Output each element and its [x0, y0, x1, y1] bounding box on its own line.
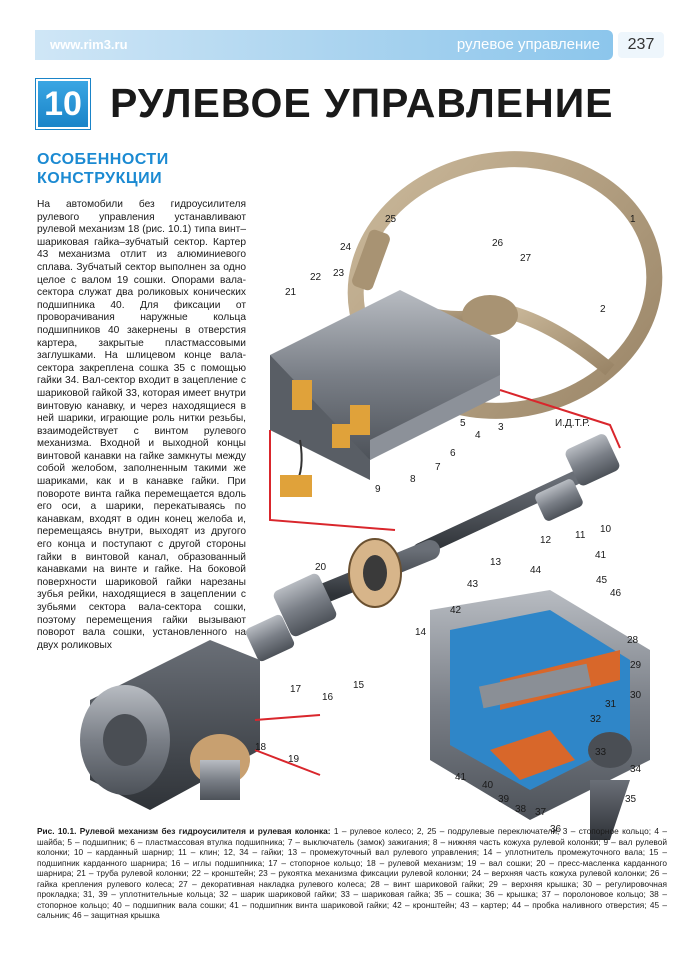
- section-heading: ОСОБЕННОСТИ КОНСТРУКЦИИ: [37, 150, 237, 188]
- callout: 7: [435, 462, 441, 473]
- callout: 35: [625, 794, 637, 805]
- callout-labels: 1 2 3 4 5 6 7 8 9 10 11 12 13 14 15 16 1…: [255, 214, 642, 835]
- callout: 29: [630, 660, 642, 671]
- callout: 5: [460, 418, 466, 429]
- chapter-title: РУЛЕВОЕ УПРАВЛЕНИЕ: [110, 80, 614, 126]
- callout: 12: [540, 535, 552, 546]
- figure-watermark: И.Д.Т.Р.: [555, 418, 590, 429]
- callout: 46: [610, 588, 622, 599]
- leader-lines: [254, 389, 621, 776]
- callout: 45: [596, 575, 608, 586]
- callout: 17: [290, 684, 302, 695]
- callout: 30: [630, 690, 642, 701]
- callout: 13: [490, 557, 502, 568]
- callout: 14: [415, 627, 427, 638]
- callout: 22: [310, 272, 322, 283]
- callout: 27: [520, 253, 532, 264]
- lower-shaft: [245, 538, 440, 662]
- caption-label: Рис. 10.1. Рулевой механизм без гидроуси…: [37, 826, 331, 836]
- callout: 37: [535, 807, 547, 818]
- chapter-number-badge: 10: [35, 78, 91, 130]
- steering-gearbox: [80, 640, 260, 810]
- running-title: рулевое управление: [456, 36, 600, 53]
- callout: 34: [630, 764, 642, 775]
- callout: 11: [575, 530, 586, 541]
- callout: 19: [288, 754, 300, 765]
- callout: 43: [467, 579, 479, 590]
- header-bar: [35, 30, 613, 60]
- callout: 6: [450, 448, 456, 459]
- caption-text: 1 – рулевое колесо; 2, 25 – подрулевые п…: [37, 826, 667, 920]
- section-heading-line1: ОСОБЕННОСТИ: [37, 151, 169, 168]
- callout: 41: [595, 550, 607, 561]
- section-heading-line2: КОНСТРУКЦИИ: [37, 170, 163, 187]
- callout: 24: [340, 242, 352, 253]
- callout: 18: [255, 742, 267, 753]
- callout: 33: [595, 747, 607, 758]
- callout: 21: [285, 287, 297, 298]
- callout: 44: [530, 565, 542, 576]
- gearbox-cutaway: [430, 590, 650, 840]
- callout: 2: [600, 304, 606, 315]
- callout: 10: [600, 524, 612, 535]
- callout: 20: [315, 562, 327, 573]
- callout: 41: [455, 772, 467, 783]
- callout: 42: [450, 605, 462, 616]
- callout: 3: [498, 422, 504, 433]
- figure-caption: Рис. 10.1. Рулевой механизм без гидроуси…: [37, 826, 667, 921]
- callout: 36: [550, 824, 562, 835]
- callout: 16: [322, 692, 334, 703]
- callout: 32: [590, 714, 602, 725]
- site-url[interactable]: www.rim3.ru: [50, 37, 128, 52]
- callout: 8: [410, 474, 416, 485]
- callout: 4: [475, 430, 481, 441]
- callout: 9: [375, 484, 381, 495]
- callout: 31: [605, 699, 617, 710]
- callout: 38: [515, 804, 527, 815]
- callout: 25: [385, 214, 397, 225]
- steering-column-assembly: И.Д.Т.Р.: [270, 229, 590, 497]
- callout: 40: [482, 780, 494, 791]
- intermediate-shaft: [413, 434, 620, 557]
- callout: 26: [492, 238, 504, 249]
- callout: 1: [630, 214, 636, 225]
- steering-mechanism-illustration: И.Д.Т.Р. 1 2: [80, 151, 663, 840]
- section-body-text: На автомобили без гидроусилителя рулевог…: [37, 199, 246, 651]
- callout: 39: [498, 794, 510, 805]
- callout: 28: [627, 635, 639, 646]
- callout: 15: [353, 680, 365, 691]
- page-number: 237: [618, 32, 664, 58]
- callout: 23: [333, 268, 345, 279]
